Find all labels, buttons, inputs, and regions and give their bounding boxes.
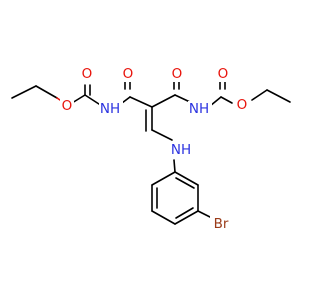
ring-bond-4 [151,210,176,225]
atom-o-amide-left: O [80,66,94,82]
ring-bond-1 [174,171,199,186]
bond-ethyl-left-ch2 [35,85,58,99]
atom-nh-aniline: NH [169,142,193,158]
label-br: Br [214,216,229,232]
bond-right-c-n [174,94,191,103]
structure-diagram: O O NH O O NH [11,66,291,232]
bond-left-c-central [129,96,153,108]
bond-ch-nh [151,129,173,141]
bond-nh-aryl [173,159,176,173]
label-nh-aniline: NH [171,142,191,158]
ring-bond-3 [174,210,199,225]
atom-o-ester-left: O [60,98,74,114]
bond-right-c-oester [220,96,233,104]
molecule-svg: O O NH O O NH [11,66,291,232]
label-nh-left: NH [100,101,120,117]
label-o-ester-right: O [237,97,248,113]
label-nh-right: NH [189,101,209,117]
bond-right-ethyl-ch3 [266,89,291,103]
atom-nh-right: NH [188,101,212,117]
ring-bond-6 [151,171,176,186]
bond-left-oester-c [71,94,86,104]
label-o-amide-right: O [218,66,229,82]
label-o-amide-left: O [82,66,93,82]
atom-o-carbonyl-left-top: O [121,66,135,82]
bond-central-right-c [151,94,176,108]
atom-o-ester-right: O [235,97,249,113]
label-o-carbonyl-left-top: O [123,66,134,82]
ring-double-1 [175,177,195,189]
atom-nh-left: NH [99,101,123,117]
atom-br: Br [210,216,232,232]
label-o-ester-left: O [62,98,73,114]
atom-o-amide-right: O [216,66,230,82]
atom-o-carbonyl-right-top: O [170,66,184,82]
bond-right-o-ch2 [251,89,268,101]
atom-layer: O O NH O O NH [60,66,249,232]
bond-layer [11,81,291,225]
bond-ethyl-left-ch3 [11,85,37,99]
label-o-carbonyl-right-top: O [172,66,183,82]
ring-double-2 [175,207,194,219]
